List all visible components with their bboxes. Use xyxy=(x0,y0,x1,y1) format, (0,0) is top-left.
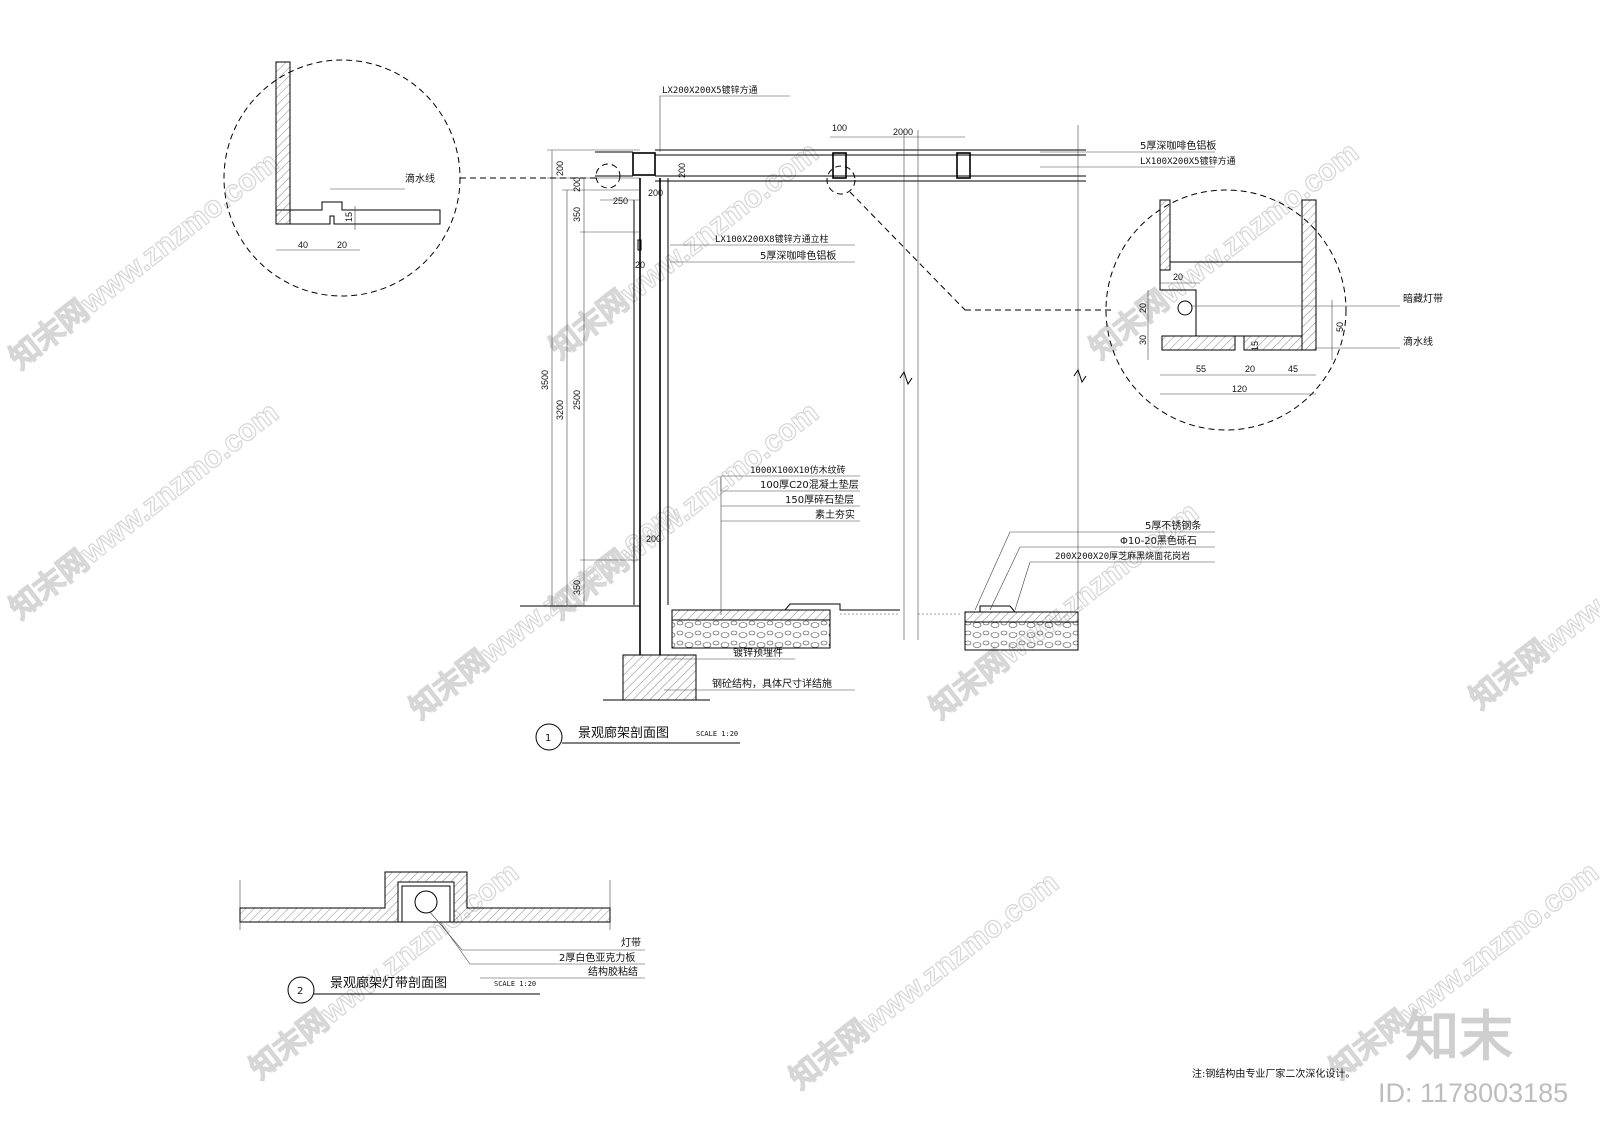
foundation xyxy=(622,654,697,701)
dim-3200: 3200 xyxy=(555,400,565,420)
watermark-text: 知末网www.znzmo.com xyxy=(1084,136,1365,366)
dim-2500: 2500 xyxy=(572,390,582,410)
dim-c45: 45 xyxy=(1288,364,1298,374)
dim-c30: 30 xyxy=(1138,335,1148,345)
section-2-title: 景观廊架灯带剖面图 xyxy=(330,975,447,991)
section-2-scale: SCALE 1:20 xyxy=(494,980,536,988)
label-layer-2: 100厚C20混凝土垫层 xyxy=(760,478,859,491)
section-2-number: 2 xyxy=(297,986,303,997)
watermark-text: 知末网www.znzmo.com xyxy=(1464,486,1600,716)
dim-c20-c: 20 xyxy=(1245,364,1255,374)
section-1-scale: SCALE 1:20 xyxy=(696,730,738,738)
label-strip-2: Φ10-20黑色砾石 xyxy=(1120,534,1197,547)
general-note: 注:钢结构由专业厂家二次深化设计。 xyxy=(1192,1067,1355,1080)
label-embed: 镀锌预埋件 xyxy=(733,646,783,659)
watermark-text: 知末网www.znzmo.com xyxy=(784,866,1065,1096)
dim-350-bottom: 350 xyxy=(572,580,582,595)
label-column-panel: 5厚深咖啡色铝板 xyxy=(760,249,836,262)
label-drip-line-2: 滴水线 xyxy=(1403,335,1433,348)
label-drip-line: 滴水线 xyxy=(405,172,435,185)
watermark-text: 知末网www.znzmo.com xyxy=(4,146,285,376)
dim-c55: 55 xyxy=(1196,364,1206,374)
label-layer-3: 150厚碎石垫层 xyxy=(785,493,854,506)
section-1-title: 景观廊架剖面图 xyxy=(578,725,669,741)
label-layer-1: 1000X100X10仿木纹砖 xyxy=(750,464,846,476)
dim-200-right: 200 xyxy=(677,163,687,178)
dim-20: 20 xyxy=(635,260,645,270)
image-id: ID: 1178003185 xyxy=(1378,1078,1568,1108)
label-purlin: LX100X200X5镀锌方通 xyxy=(1140,155,1236,167)
purlin-2 xyxy=(956,152,971,179)
dim-c20-b: 20 xyxy=(1138,303,1148,313)
detail-circle-drip: 滴水线 15 40 20 xyxy=(223,59,461,297)
purlin-1 xyxy=(832,152,847,179)
dim-250: 250 xyxy=(613,196,628,206)
label-hidden-light: 暗藏灯带 xyxy=(1403,292,1443,305)
dim-350-top: 350 xyxy=(572,207,582,222)
dim-40: 40 xyxy=(298,240,308,250)
dim-200-left-a: 200 xyxy=(555,161,565,176)
dim-200-column: 200 xyxy=(646,534,661,544)
dim-100: 100 xyxy=(832,123,847,133)
label-panel-top: 5厚深咖啡色铝板 xyxy=(1140,139,1216,152)
dim-200-beam: 200 xyxy=(648,188,663,198)
label-column: LX100X200X8镀锌方通立柱 xyxy=(715,233,829,245)
brand-logo: 知末 xyxy=(1405,1005,1513,1068)
section-1-drawing: 3500 3200 2500 350 350 200 200 200 200 2… xyxy=(460,84,1236,751)
label-strip-1: 5厚不锈钢条 xyxy=(1145,519,1201,532)
label-strip-3: 200X200X20厚芝麻黑烧面花岗岩 xyxy=(1055,550,1190,562)
label-foundation: 钢砼结构，具体尺寸详结施 xyxy=(712,677,832,690)
watermark-text: 知末网www.znzmo.com xyxy=(244,856,525,1086)
top-beam xyxy=(632,152,656,176)
dim-20-b: 20 xyxy=(337,240,347,250)
dim-15: 15 xyxy=(344,212,354,222)
label-glue: 结构胶粘结 xyxy=(588,965,638,978)
label-top-beam: LX200X200X5镀锌方通 xyxy=(662,84,758,96)
dim-2000: 2000 xyxy=(893,127,913,137)
watermark-text: 知末网www.znzmo.com xyxy=(4,396,285,626)
dim-c50: 50 xyxy=(1335,322,1345,332)
dim-c20: 20 xyxy=(1173,272,1183,282)
dim-c15: 15 xyxy=(1250,341,1260,351)
dim-200-left-b: 200 xyxy=(572,177,582,192)
detail-circle-light: 暗藏灯带 滴水线 20 20 30 15 50 55 20 45 120 xyxy=(1105,189,1443,431)
section-1-number: 1 xyxy=(545,733,551,744)
label-layer-4: 素土夯实 xyxy=(815,508,855,521)
section-2-drawing: 灯带 2厚白色亚克力板 结构胶粘结 2 景观廊架灯带剖面图 SCALE 1:20 xyxy=(239,871,645,1004)
label-acrylic: 2厚白色亚克力板 xyxy=(559,951,635,964)
label-light-strip: 灯带 xyxy=(621,937,641,949)
dim-c120: 120 xyxy=(1232,384,1247,394)
dim-3500: 3500 xyxy=(540,370,550,390)
